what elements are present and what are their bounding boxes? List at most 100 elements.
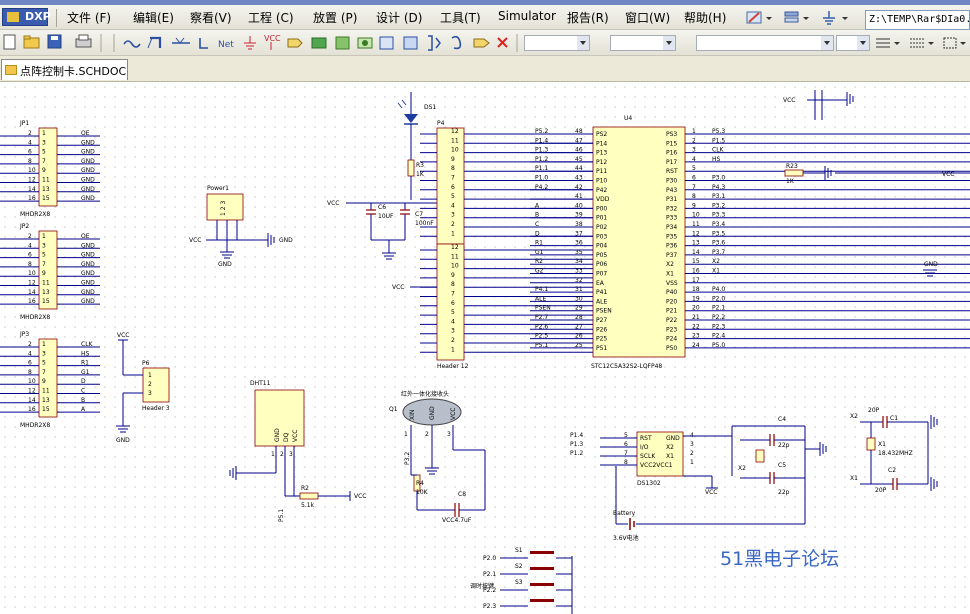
ground-icon[interactable] bbox=[244, 36, 256, 50]
led-ds1[interactable]: DS1 bbox=[397, 92, 436, 160]
filter-dropdown[interactable] bbox=[524, 35, 590, 51]
document-tab[interactable]: 点阵控制卡.SCHDOC bbox=[1, 59, 128, 80]
parameter-icon[interactable] bbox=[451, 35, 462, 50]
net-label-icon[interactable]: Net bbox=[218, 40, 234, 50]
u4-pin-name: PS3 bbox=[666, 131, 677, 138]
u4-net-label: CLK bbox=[712, 147, 725, 154]
resistor-r2[interactable] bbox=[299, 492, 319, 500]
dxp-menu-button[interactable]: DXP bbox=[2, 8, 51, 26]
chevron-down-icon[interactable] bbox=[577, 36, 589, 50]
open-icon[interactable] bbox=[23, 35, 40, 49]
chevron-down-icon[interactable] bbox=[766, 17, 772, 20]
menu-window[interactable]: 窗口(W) bbox=[625, 11, 671, 25]
chevron-down-icon[interactable] bbox=[960, 42, 966, 45]
vcc-icon[interactable]: VCC bbox=[264, 34, 281, 50]
tag-icon[interactable] bbox=[473, 38, 490, 48]
crystal-net-x1: X1 bbox=[850, 475, 858, 482]
menu-simulator[interactable]: Simulator bbox=[498, 9, 556, 23]
resistor-r23[interactable] bbox=[784, 169, 804, 177]
scope-dropdown[interactable] bbox=[610, 35, 676, 51]
menu-project[interactable]: 工程 (C) bbox=[248, 11, 294, 25]
header-net-label: G1 bbox=[81, 369, 90, 376]
u4-net-label: P5.2 bbox=[535, 128, 548, 135]
menu-edit[interactable]: 编辑(E) bbox=[133, 11, 174, 25]
crystal-x1[interactable]: X2 X1 20P C1 X1 18.432MHZ C2 20P bbox=[850, 407, 938, 494]
grid-icon[interactable] bbox=[910, 38, 924, 48]
directive-icon[interactable] bbox=[403, 36, 418, 50]
resistor-r3[interactable]: R3 1K bbox=[407, 159, 425, 200]
layers-icon[interactable] bbox=[784, 11, 799, 23]
part-icon[interactable] bbox=[311, 37, 327, 49]
no-erc-icon[interactable] bbox=[497, 37, 508, 48]
u4-pin-name: P03 bbox=[596, 233, 607, 240]
menu-design[interactable]: 设计 (D) bbox=[376, 11, 423, 25]
header-pin-num: 10 bbox=[28, 378, 36, 385]
menu-help[interactable]: 帮助(H) bbox=[684, 11, 727, 25]
header-pin-num: 16 bbox=[28, 298, 36, 305]
sheet-icon[interactable] bbox=[335, 36, 350, 50]
chevron-down-icon[interactable] bbox=[842, 17, 848, 20]
sheet-entry-icon[interactable] bbox=[357, 37, 373, 49]
header-pin-num: 3 bbox=[42, 242, 46, 249]
mask-dropdown[interactable] bbox=[696, 35, 834, 51]
harness-icon[interactable] bbox=[379, 36, 394, 50]
header-pin-num: 5 bbox=[451, 309, 455, 316]
ground-symbol bbox=[116, 425, 130, 433]
u4-pin-num: 22 bbox=[692, 323, 700, 330]
header-pin-num: 12 bbox=[28, 280, 36, 287]
menu-tools[interactable]: 工具(T) bbox=[440, 11, 481, 25]
q1-pin-label: GND bbox=[429, 406, 436, 420]
header-pin-num: 9 bbox=[42, 378, 46, 385]
chevron-down-icon[interactable] bbox=[857, 36, 869, 50]
sensor-dht11[interactable]: DHT11 GND DQ VCC 1 2 3 VCC R2 5.1k P5.1 bbox=[229, 380, 366, 522]
chevron-down-icon[interactable] bbox=[821, 36, 833, 50]
compile-icon[interactable] bbox=[428, 35, 441, 51]
u4-net-label: P2.1 bbox=[712, 305, 725, 312]
c8-value: VCC4.7uF bbox=[442, 517, 472, 524]
dht11-pin-num: 1 bbox=[271, 451, 275, 458]
rtc-ds1302[interactable]: RSTGND54P1.4I/OX263P1.3SCLKX172P1.2VCC2V… bbox=[570, 416, 827, 542]
header-pin-num: 1 bbox=[42, 341, 46, 348]
ds1302-pin-num: 8 bbox=[624, 459, 628, 466]
new-icon[interactable] bbox=[3, 34, 16, 50]
document-path-field[interactable]: Z:\TEMP\Rar$DIa0. bbox=[865, 10, 970, 30]
wire-icon[interactable] bbox=[123, 40, 141, 48]
menu-reports[interactable]: 报告(R) bbox=[567, 11, 609, 25]
ds1302-net-label: P1.2 bbox=[570, 450, 583, 457]
zoom-dropdown[interactable] bbox=[836, 35, 870, 51]
dht11-pin-label: GND bbox=[274, 428, 281, 442]
svg-text:Net: Net bbox=[218, 40, 234, 50]
bus-entry-icon[interactable] bbox=[172, 37, 190, 44]
chevron-down-icon[interactable] bbox=[663, 36, 675, 50]
pencil-icon[interactable] bbox=[746, 11, 762, 24]
net-label-icon[interactable] bbox=[199, 38, 208, 49]
capacitors-c6-c7[interactable]: VCC C6 10UF C7 100nF bbox=[327, 200, 437, 260]
u4-pin-num: 10 bbox=[692, 212, 700, 219]
bus-icon[interactable] bbox=[147, 36, 162, 49]
menu-place[interactable]: 放置 (P) bbox=[313, 11, 358, 25]
save-icon[interactable] bbox=[47, 34, 62, 49]
header-pin-num: 2 bbox=[28, 341, 32, 348]
print-icon[interactable] bbox=[75, 34, 92, 48]
power-connector-power1[interactable]: Power1 1 2 3 VCC GND GND bbox=[189, 185, 293, 268]
menu-file[interactable]: 文件 (F) bbox=[67, 11, 112, 25]
chevron-down-icon[interactable] bbox=[803, 17, 809, 20]
snap-icon[interactable] bbox=[943, 37, 957, 49]
crystal-x2[interactable] bbox=[755, 449, 765, 463]
power-port-icon[interactable] bbox=[823, 11, 835, 25]
chevron-down-icon[interactable] bbox=[928, 42, 934, 45]
ir-receiver-q1[interactable]: 红外一体化接收头 Q1 XIN GND VCC 1 2 3 P3.2 R4 10… bbox=[389, 390, 486, 524]
menu-view[interactable]: 察看(V) bbox=[190, 11, 232, 25]
port-icon[interactable] bbox=[287, 38, 303, 48]
chevron-down-icon[interactable] bbox=[894, 42, 900, 45]
align-icon[interactable] bbox=[876, 38, 890, 48]
header-p6[interactable]: P6 1 2 3 Header 3 VCC GND bbox=[116, 332, 170, 444]
